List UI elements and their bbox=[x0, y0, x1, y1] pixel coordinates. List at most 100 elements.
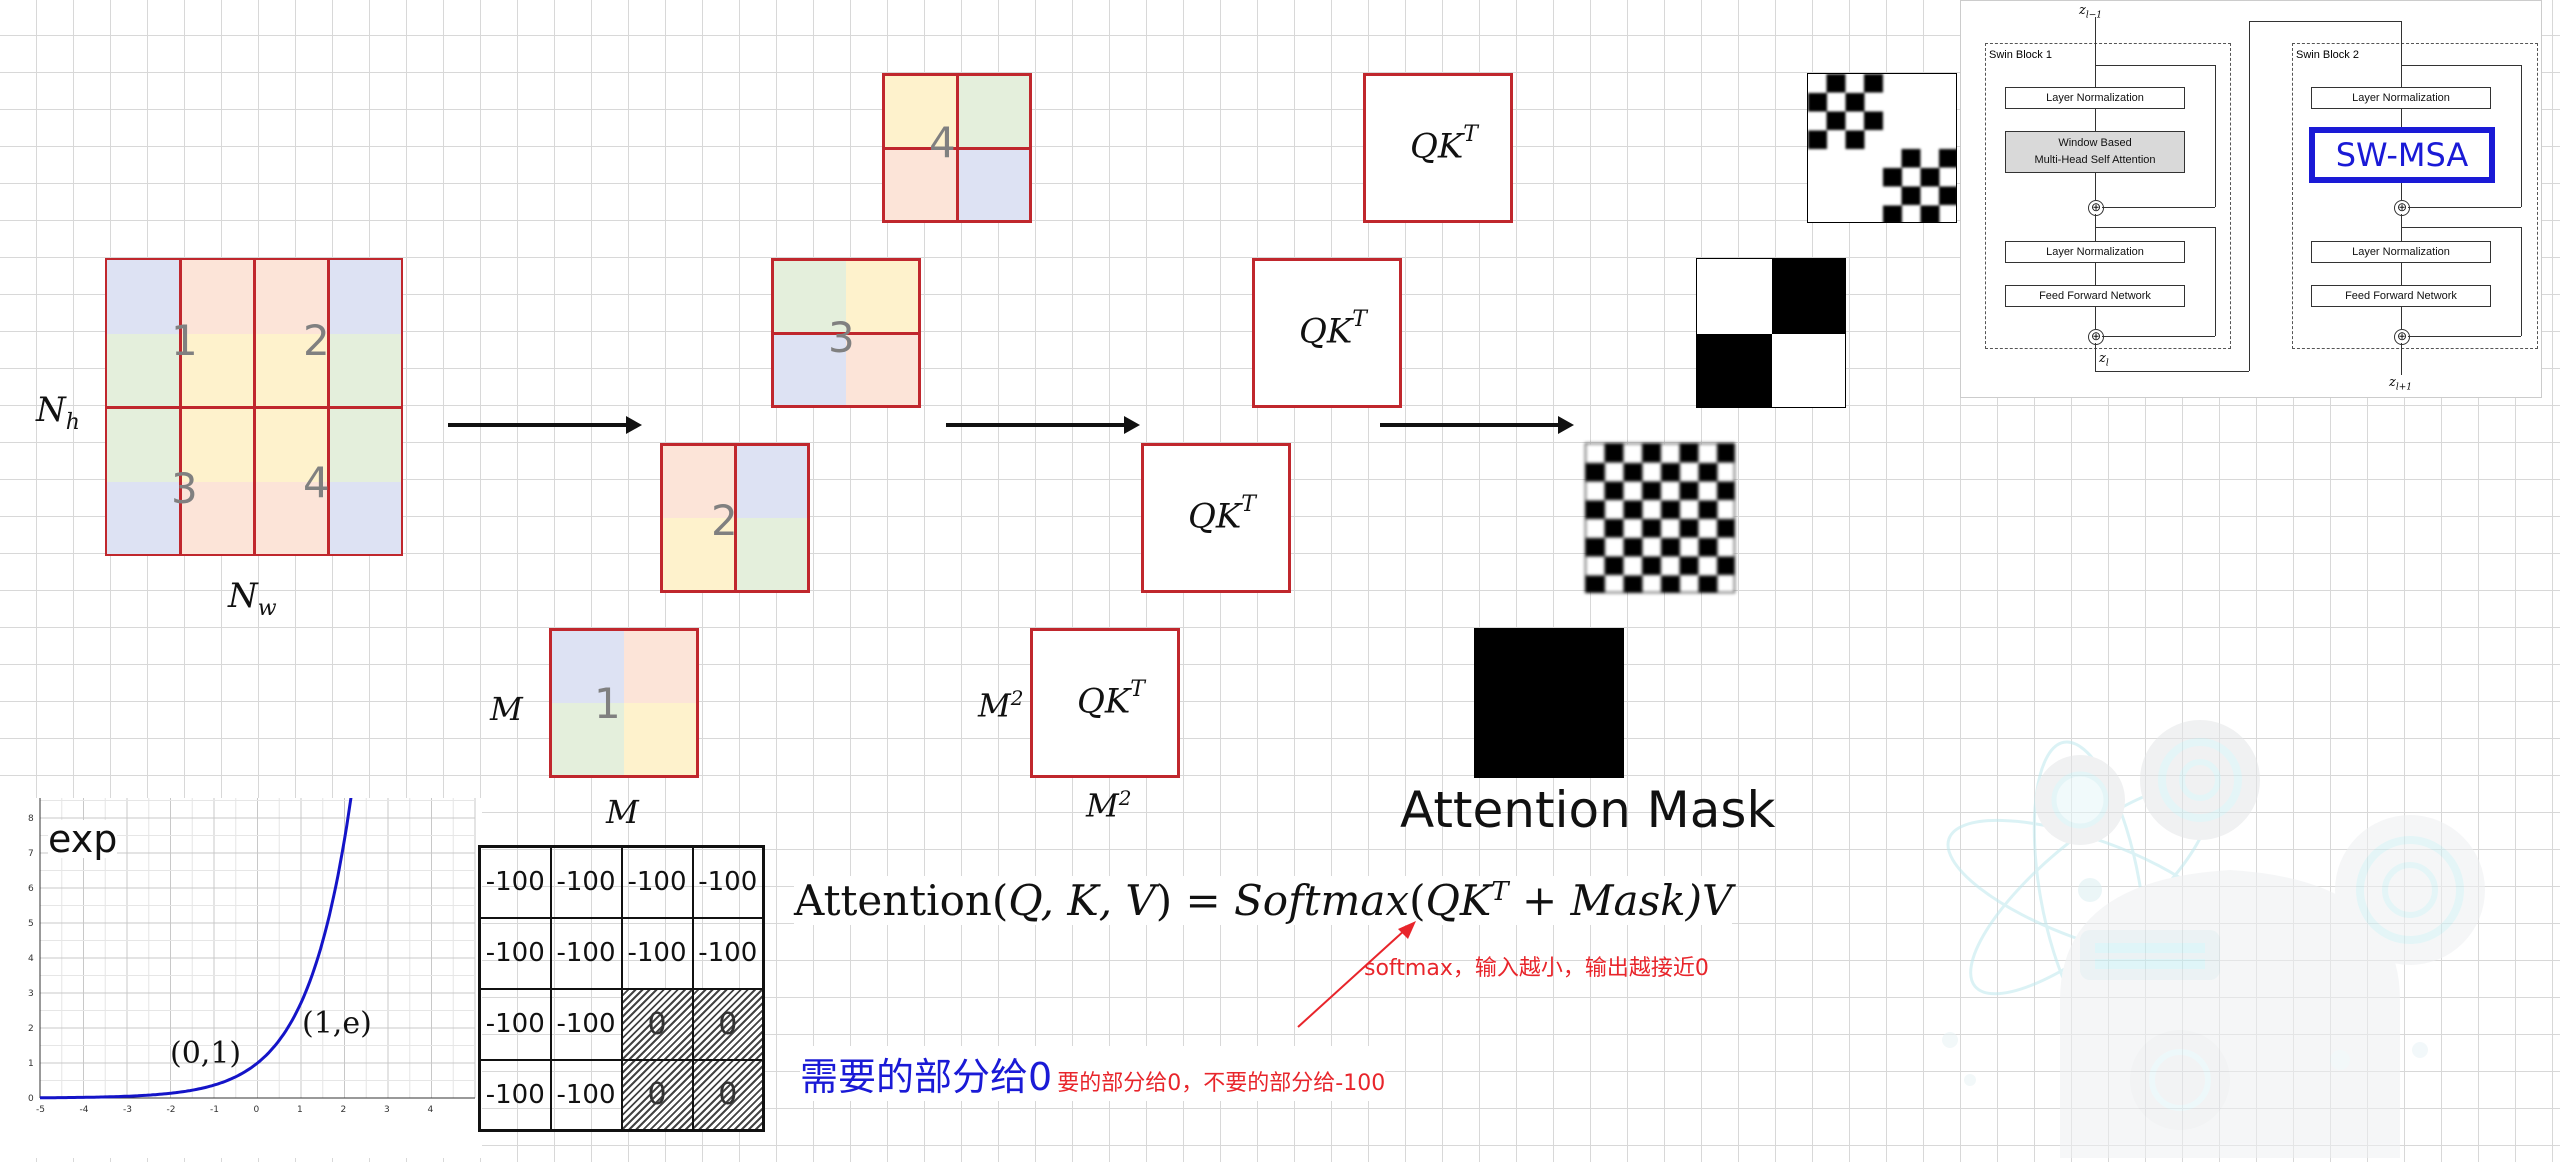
table-cell-zero: 0 bbox=[691, 1058, 765, 1132]
need-note-main: 需要的部分给0 bbox=[800, 1055, 1053, 1099]
exp-x-tick: 4 bbox=[428, 1105, 434, 1115]
exp-x-tick: 0 bbox=[254, 1105, 260, 1115]
swin-flow-line bbox=[2095, 65, 2215, 66]
table-cell: -100 bbox=[478, 987, 552, 1061]
swin-add-1a: ⊕ bbox=[2088, 200, 2104, 216]
grid-cell bbox=[255, 260, 329, 334]
swin-flow-line bbox=[2095, 343, 2096, 371]
table-cell-zero: 0 bbox=[620, 987, 694, 1061]
swin-flow-line bbox=[2102, 207, 2215, 208]
mask-diagonal bbox=[1807, 73, 1957, 223]
swin-add-2b: ⊕ bbox=[2394, 329, 2410, 345]
window-cell bbox=[957, 148, 1029, 220]
swin-ffn-1: Feed Forward Network bbox=[2005, 285, 2185, 307]
swin-block-2-title: Swin Block 2 bbox=[2296, 49, 2359, 61]
exp-x-tick: 1 bbox=[297, 1105, 303, 1115]
grid-cell bbox=[181, 334, 255, 408]
table-cell: -100 bbox=[691, 916, 765, 990]
exp-x-tick: -4 bbox=[80, 1105, 89, 1115]
attention-formula: Attention(Q, K, V) = Softmax(QKT + Mask)… bbox=[794, 876, 1733, 925]
table-cell: -100 bbox=[478, 916, 552, 990]
grid-number: 3 bbox=[171, 464, 198, 513]
table-cell: -100 bbox=[549, 916, 623, 990]
window-cell bbox=[552, 631, 624, 703]
swin-flow-line bbox=[2521, 65, 2522, 207]
window-cell bbox=[885, 148, 957, 220]
swin-z-in: zl−1 bbox=[2079, 3, 2103, 21]
window-number: 1 bbox=[594, 679, 621, 728]
table-cell-zero: 0 bbox=[691, 987, 765, 1061]
grid-cell bbox=[255, 334, 329, 408]
table-cell: -100 bbox=[549, 987, 623, 1061]
swin-flow-line bbox=[2249, 21, 2250, 371]
swin-ffn-2: Feed Forward Network bbox=[2311, 285, 2491, 307]
mask-diagonal-block bbox=[1808, 74, 1883, 149]
swin-flow-line bbox=[2095, 263, 2096, 285]
exp-x-tick: -3 bbox=[123, 1105, 132, 1115]
exp-point-1-e: (1,e) bbox=[302, 1006, 372, 1041]
qkt-label: QKT bbox=[1299, 307, 1367, 352]
label-m2-bottom: M2 bbox=[1086, 786, 1132, 825]
table-cell: -100 bbox=[620, 845, 694, 919]
swin-flow-line bbox=[2401, 65, 2521, 66]
table-row: -100 -100 0 0 bbox=[478, 987, 765, 1061]
mask-checkerboard bbox=[1585, 443, 1735, 593]
window-cell bbox=[846, 261, 918, 333]
window-number: 4 bbox=[929, 118, 956, 167]
swin-flow-line bbox=[2095, 173, 2096, 200]
mask-value-table: -100 -100 -100 -100 -100 -100 -100 -100 … bbox=[478, 845, 765, 1132]
grid-cell bbox=[329, 334, 401, 408]
label-m-bottom: M bbox=[606, 793, 639, 831]
qkt-box-4: QKT bbox=[1363, 73, 1513, 223]
exp-y-tick: 4 bbox=[28, 954, 34, 964]
feature-map-grid: 1 2 3 4 bbox=[105, 258, 403, 556]
grid-cell bbox=[181, 482, 255, 554]
qkt-box-3: QKT bbox=[1252, 258, 1402, 408]
swin-block-2 bbox=[2292, 43, 2538, 349]
window-cell bbox=[846, 333, 918, 405]
swin-flow-line bbox=[2401, 183, 2402, 200]
grid-cell bbox=[107, 482, 181, 554]
qkt-label: QKT bbox=[1188, 492, 1256, 537]
exp-x-tick: -2 bbox=[167, 1105, 176, 1115]
attention-mask-title: Attention Mask bbox=[1400, 781, 1776, 839]
softmax-note: softmax，输入越小，输出越接近0 bbox=[1364, 956, 1709, 981]
grid-cell bbox=[329, 260, 401, 334]
swin-flow-line bbox=[2215, 65, 2216, 207]
table-cell: -100 bbox=[620, 916, 694, 990]
swin-ln-2b: Layer Normalization bbox=[2311, 241, 2491, 263]
exp-y-tick: 2 bbox=[28, 1024, 34, 1034]
grid-number: 4 bbox=[303, 458, 330, 507]
exp-y-tick: 3 bbox=[28, 989, 34, 999]
swin-flow-line bbox=[2095, 307, 2096, 329]
robot-watermark bbox=[1942, 720, 2485, 1158]
grid-cell bbox=[329, 482, 401, 554]
window-cell bbox=[735, 446, 807, 518]
grid-cell bbox=[255, 408, 329, 482]
exp-title: exp bbox=[48, 817, 118, 861]
swin-flow-line bbox=[2102, 336, 2215, 337]
swin-block-1 bbox=[1985, 43, 2231, 349]
swin-add-2a: ⊕ bbox=[2394, 200, 2410, 216]
swin-ln-1b: Layer Normalization bbox=[2005, 241, 2185, 263]
grid-cell bbox=[181, 260, 255, 334]
grid-cell bbox=[107, 408, 181, 482]
swin-block-diagram: zl−1 Swin Block 1 Layer Normalization Wi… bbox=[1960, 0, 2542, 398]
exp-x-tick: 3 bbox=[384, 1105, 390, 1115]
label-nw: Nw bbox=[228, 576, 277, 621]
swin-flow-line bbox=[2095, 227, 2215, 228]
label-m2-left: M2 bbox=[978, 686, 1024, 725]
grid-cell bbox=[329, 408, 401, 482]
window-number: 2 bbox=[711, 496, 738, 545]
window-divider bbox=[734, 446, 737, 590]
swin-swmsa: SW-MSA bbox=[2309, 127, 2495, 183]
annotation-arrow bbox=[1297, 921, 1416, 1028]
window-cell bbox=[957, 76, 1029, 148]
exp-y-tick: 7 bbox=[28, 849, 34, 859]
window-cell bbox=[663, 518, 735, 590]
swin-flow-line bbox=[2095, 109, 2096, 131]
window-number: 3 bbox=[828, 313, 855, 362]
window-divider bbox=[885, 147, 1029, 150]
